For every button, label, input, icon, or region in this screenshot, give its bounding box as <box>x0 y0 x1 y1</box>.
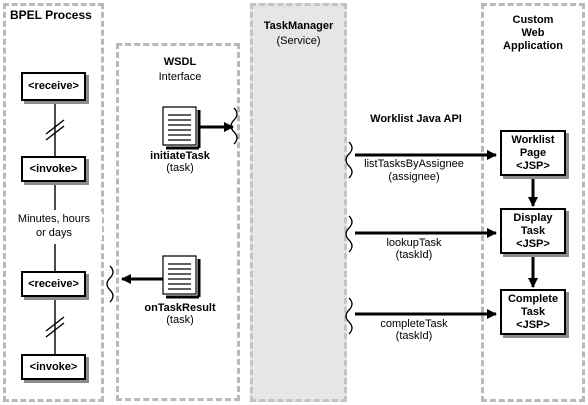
on-task-result-param: (task) <box>166 314 194 326</box>
page-title-line1: Worklist <box>511 133 555 146</box>
bpel-process-title: BPEL Process <box>10 8 92 22</box>
bpel-receive-step-label: <receive> <box>28 80 79 92</box>
bpel-invoke-step-label: <invoke> <box>29 162 78 175</box>
taskmanager-service-region <box>250 3 347 402</box>
bpel-invoke-step: <invoke> <box>21 156 86 182</box>
bpel-receive-step: <receive> <box>21 271 86 297</box>
wsdl-title: WSDL <box>163 56 197 68</box>
bpel-receive-step-label: <receive> <box>28 277 79 290</box>
bpel-receive-step: <receive> <box>21 72 86 101</box>
api-call-param: (taskId) <box>395 330 433 342</box>
page-type: <JSP> <box>516 237 550 250</box>
on-task-result-document-icon <box>162 255 201 299</box>
initiate-task-param: (task) <box>166 162 194 174</box>
complete-task-page-box: Complete Task <JSP> <box>500 289 566 335</box>
interface-squiggle-marks <box>106 107 353 335</box>
on-task-result-label: onTaskResult <box>144 302 216 314</box>
page-title-line2: Page <box>519 146 547 159</box>
wsdl-interface-region <box>116 43 240 401</box>
flow-arrows <box>121 122 538 319</box>
page-title-line1: Display <box>513 211 553 224</box>
lifeline-break-marks <box>45 119 65 338</box>
api-call-label: completeTask <box>380 318 448 330</box>
bpel-invoke-step-label: <invoke> <box>29 360 78 373</box>
bpel-invoke-step: <invoke> <box>21 354 86 380</box>
worklist-page-box: Worklist Page <JSP> <box>500 130 566 176</box>
web-app-title-line3: Application <box>503 40 563 52</box>
page-title-line2: Task <box>520 224 546 237</box>
wsdl-subtitle: Interface <box>158 71 202 83</box>
taskmanager-subtitle: (Service) <box>276 35 321 47</box>
bpel-process-region <box>3 3 104 402</box>
api-call-param: (taskId) <box>395 249 433 261</box>
api-call-param: (assignee) <box>388 171 440 183</box>
initiate-task-document-icon <box>162 106 201 150</box>
page-type: <JSP> <box>516 318 550 331</box>
page-type: <JSP> <box>516 159 550 172</box>
worklist-api-title: Worklist Java API <box>370 113 462 125</box>
api-call-label: listTasksByAssignee <box>364 158 464 170</box>
web-app-title-line2: Web <box>521 27 545 39</box>
taskmanager-title: TaskManager <box>263 20 334 32</box>
page-title-line1: Complete <box>507 292 559 305</box>
initiate-task-label: initiateTask <box>150 150 210 162</box>
web-app-title-line1: Custom <box>512 14 554 26</box>
custom-web-application-region <box>481 3 585 402</box>
wait-note: Minutes, hours or days <box>6 212 102 240</box>
api-call-label: lookupTask <box>386 237 442 249</box>
display-task-page-box: Display Task <JSP> <box>500 208 566 254</box>
wait-note-line2: or days <box>35 227 73 239</box>
wait-note-line1: Minutes, hours <box>17 213 91 225</box>
page-title-line2: Task <box>520 305 546 318</box>
